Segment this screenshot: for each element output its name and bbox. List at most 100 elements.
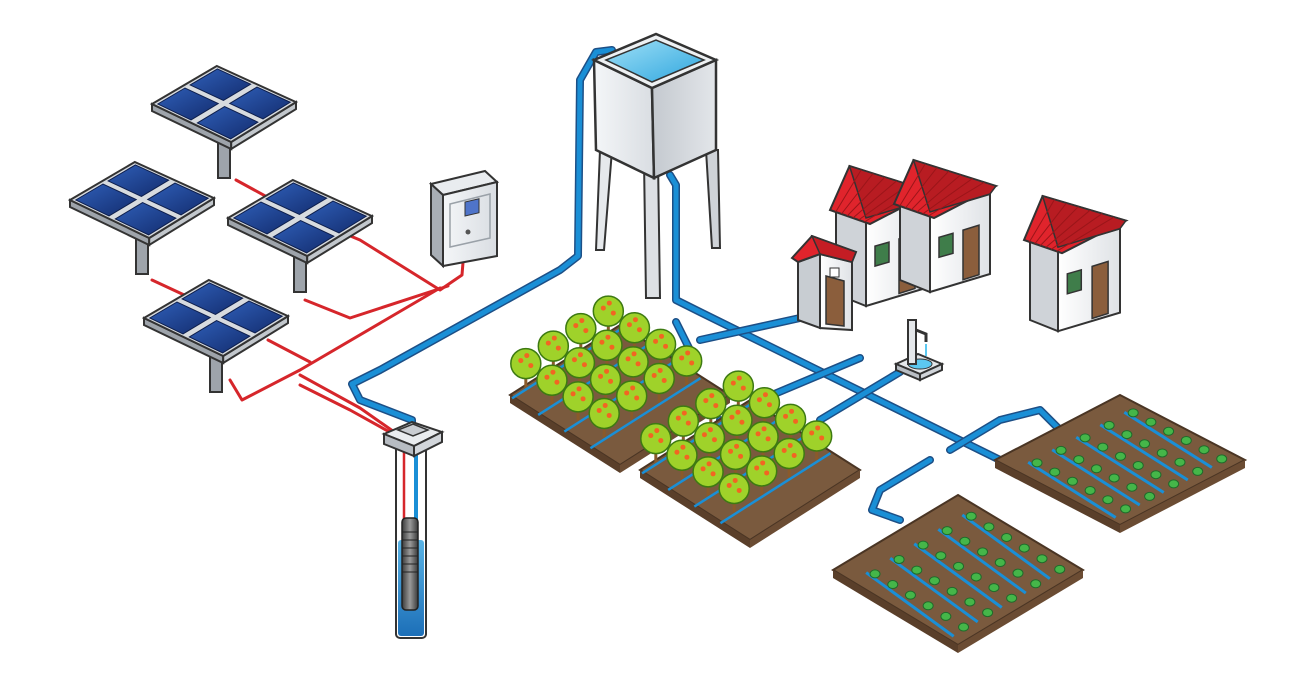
tree-icon (748, 386, 781, 427)
seedling-icon (958, 622, 970, 632)
solar-cell (107, 164, 170, 198)
seedling-icon (1168, 479, 1180, 489)
seedling-icon (1144, 491, 1156, 501)
orchards (508, 295, 862, 548)
tree-icon (695, 387, 727, 428)
seedling-icon (1012, 568, 1024, 578)
tree-icon (666, 439, 698, 480)
latrine (790, 234, 858, 332)
seedling-icon (922, 601, 934, 611)
seedling-icon (1066, 476, 1078, 486)
seedling-icon (1121, 430, 1133, 440)
seedling-icon (1073, 455, 1085, 465)
seedling-icon (1055, 445, 1067, 455)
seedling-icon (983, 522, 995, 532)
solar-panel-icon (149, 64, 299, 179)
solar-array (67, 64, 375, 393)
seedling-icon (1030, 579, 1042, 589)
house-icon (892, 158, 999, 294)
seedling-icon (1126, 482, 1138, 492)
seedling-icon (1090, 464, 1102, 474)
seedling-icon (970, 572, 982, 582)
drip-line (1027, 460, 1117, 519)
crop-fields (831, 393, 1248, 653)
tree-icon (693, 421, 726, 462)
tree-icon (745, 455, 778, 495)
tree-icon (718, 472, 750, 513)
solar-cell (156, 87, 220, 121)
seedling-icon (940, 611, 952, 621)
solar-panel-icon (67, 160, 217, 275)
seedling-icon (1145, 417, 1157, 427)
solar-cell (146, 182, 210, 216)
seedling-icon (1163, 426, 1175, 436)
seedling-icon (953, 561, 965, 571)
solar-cell (265, 182, 328, 216)
water-tower (590, 32, 722, 299)
water-pipe (667, 172, 1003, 463)
tree-icon (510, 347, 542, 388)
solar-cell (272, 220, 335, 254)
seedling-icon (1156, 448, 1168, 458)
tree-icon (537, 330, 570, 371)
cable-line (298, 373, 402, 438)
cable-line (298, 383, 406, 442)
soil-edge (510, 395, 620, 473)
seedling-icon (1198, 445, 1210, 455)
seedling-icon (1102, 495, 1114, 505)
crop-field (992, 393, 1248, 533)
drip-line (1051, 448, 1141, 507)
tree-icon (692, 456, 724, 496)
tree-icon (667, 405, 700, 446)
pump-controller (428, 169, 500, 269)
drip-line (913, 542, 1003, 609)
seedling-icon (946, 586, 958, 596)
borehole-pump (381, 420, 445, 639)
seedling-icon (964, 597, 976, 607)
crop-field (831, 493, 1085, 653)
seedling-icon (904, 590, 916, 600)
seedling-icon (1001, 532, 1013, 542)
solar-cell (188, 320, 251, 354)
seedling-icon (965, 511, 977, 521)
drip-line (719, 452, 832, 525)
seedling-icon (1108, 473, 1120, 483)
seedling-icon (1036, 554, 1048, 564)
seedling-icon (977, 547, 989, 557)
solar-cell (114, 202, 177, 236)
drip-line (589, 377, 702, 450)
solar-cell (228, 86, 292, 120)
seedling-icon (1216, 454, 1228, 464)
tree-icon (536, 364, 568, 405)
seedling-icon (1132, 460, 1144, 470)
soil-edge (1120, 460, 1245, 533)
soil-edge (640, 470, 750, 548)
seedling-icon (1180, 435, 1192, 445)
tree-icon (719, 438, 752, 479)
tree-icon (722, 370, 755, 411)
seedling-icon (1031, 458, 1043, 468)
seedling-icon (893, 554, 905, 564)
solar-panel-icon (225, 178, 375, 293)
seedling-icon (1054, 564, 1066, 574)
seedling-icon (982, 608, 994, 618)
window (1066, 268, 1083, 295)
tree-icon (670, 345, 703, 385)
tree-icon (615, 380, 648, 420)
seedling-icon (1097, 442, 1109, 452)
water-pipe (869, 457, 933, 523)
houses (828, 158, 1129, 333)
water-tap (893, 319, 945, 382)
drip-line (889, 556, 979, 624)
soil-edge (833, 570, 958, 653)
tree-icon (591, 329, 623, 370)
soil-edge (995, 460, 1120, 533)
tree-icon (640, 422, 672, 463)
seedling-icon (1192, 466, 1204, 476)
door (962, 224, 980, 281)
solar-cell (220, 300, 284, 334)
solar-cell (148, 301, 212, 335)
tank-water (604, 39, 706, 83)
seedling-icon (1103, 420, 1115, 430)
tree-icon (588, 397, 620, 438)
